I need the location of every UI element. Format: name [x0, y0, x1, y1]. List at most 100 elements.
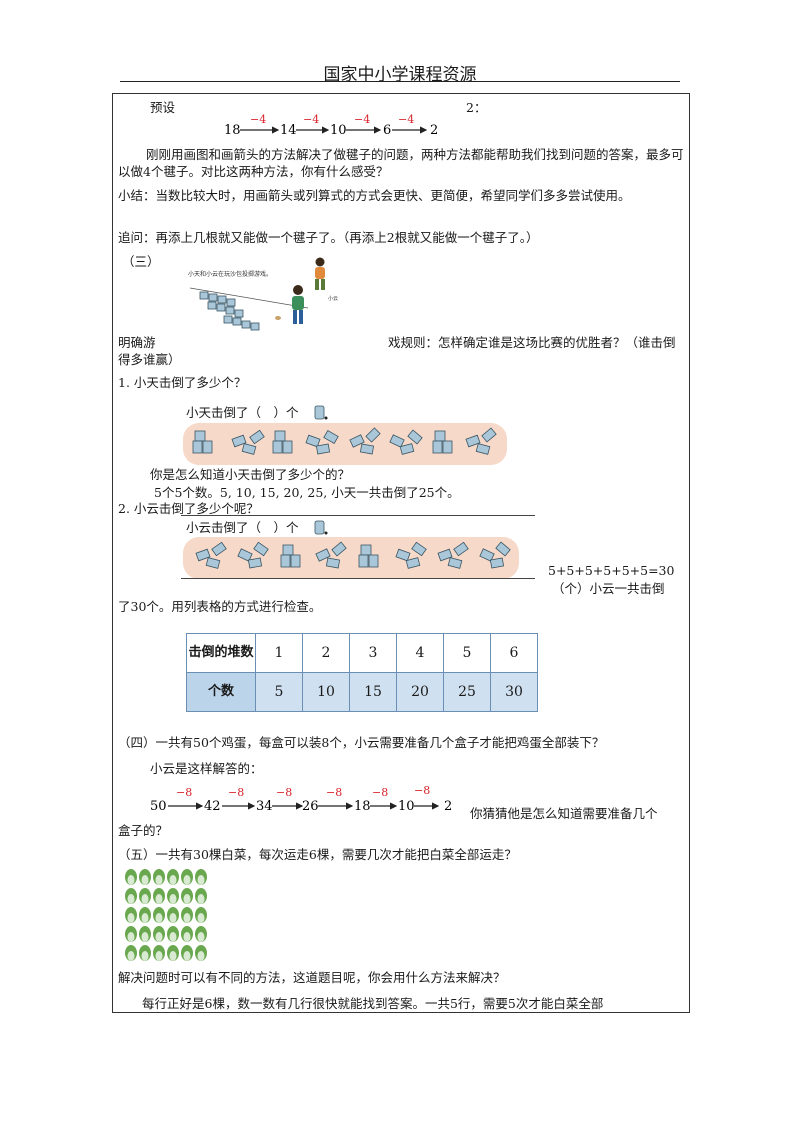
- bean-bag: [275, 316, 281, 320]
- can-pile-knocked: [349, 427, 381, 455]
- throw-line: [189, 287, 309, 309]
- section4-follow2: 盒子的？: [118, 823, 169, 838]
- paragraph-summary: 小结：当数比较大时，用画箭头或列算式的方式会更快、更简便，希望同学们多多尝试使用…: [118, 188, 631, 203]
- table-cell: 3: [349, 633, 397, 673]
- q2-can-piles: [183, 537, 519, 579]
- can-pile-knocked: [315, 541, 347, 569]
- chain2-step: −8: [176, 786, 192, 799]
- section4-question: （四）一共有50个鸡蛋，每盒可以装8个，小云需要准备几个盒子才能把鸡蛋全部装下？: [118, 735, 605, 750]
- table-cell: 1: [255, 633, 303, 673]
- subtract-8-chain: 50 −8 42 −8 34 −8 26 −8 18 −8 10 −8 2: [150, 784, 452, 814]
- chain2-value: 18: [354, 799, 371, 814]
- illustration-caption: 小天和小云在玩沙包投掷游戏。: [188, 270, 272, 278]
- chain1-step: −4: [303, 113, 319, 126]
- cabbage-icon: [195, 869, 207, 885]
- cabbage-icon: [167, 869, 179, 885]
- can-pile-knocked: [195, 541, 227, 569]
- chain2-step: −8: [228, 786, 244, 799]
- q1-title: 1. 小天击倒了多少个？: [118, 375, 247, 390]
- section5-question: （五）一共有30棵白菜，每次运走6棵，需要几次才能把白菜全部运走？: [118, 847, 517, 862]
- section3-label: （三）: [122, 254, 160, 269]
- illustration-tag: 小云: [328, 295, 338, 302]
- rule-text-left: 明确游: [118, 335, 156, 350]
- chain2-step: −8: [372, 786, 388, 799]
- paragraph-followup: 追问：再添上几根就又能做一个毽子了。（再添上2根就又能做一个毽子了。）: [118, 230, 539, 245]
- table-cell: 6: [490, 633, 538, 673]
- can-icon: [314, 405, 328, 420]
- q2-formula: 5+5+5+5+5+5=30: [548, 563, 675, 578]
- cabbage-icon: [125, 869, 137, 885]
- chain1-value: 6: [383, 123, 391, 138]
- chain1-value: 14: [280, 123, 297, 138]
- can-pile-knocked: [395, 541, 427, 569]
- table-cell: 30: [490, 672, 538, 712]
- table-cell: 2: [302, 633, 350, 673]
- subtract-4-chain: 18 −4 14 −4 10 −4 6 −4 2: [224, 113, 438, 138]
- can-pile-standing: [432, 430, 453, 454]
- chain1-step: −4: [398, 113, 414, 126]
- q1-can-piles: [183, 423, 507, 465]
- table-cell: 15: [349, 672, 397, 712]
- cabbage-row: [125, 945, 207, 961]
- section4-intro: 小云是这样解答的：: [150, 761, 263, 776]
- can-pile-standing: [192, 430, 213, 454]
- section4-follow1: 你猜猜他是怎么知道需要准备几个: [470, 806, 658, 821]
- cabbage-icon: [139, 869, 151, 885]
- chain1-step: −4: [354, 113, 370, 126]
- paragraph-reflection: 刚刚用画图和画箭头的方法解决了做毽子的问题，两种方法都能帮助我们找到问题的答案，…: [118, 147, 684, 179]
- check-table: 击倒的堆数 1 2 3 4 5 6 个数 5 10 15 20 25 30: [186, 633, 538, 712]
- can-pile-knocked: [389, 429, 423, 455]
- chain2-value: 34: [256, 799, 273, 814]
- header-divider: [120, 81, 680, 82]
- preset-number: 2：: [466, 100, 487, 115]
- cabbage-icon: [153, 869, 165, 885]
- chain2-step: −8: [276, 786, 292, 799]
- page-header-title: 国家中小学课程资源: [323, 65, 477, 85]
- preset-label: 预设: [150, 100, 176, 115]
- can-icon: [314, 520, 328, 535]
- cabbage-row: [125, 888, 207, 904]
- rule-text-right: 戏规则：怎样确定谁是这场比赛的优胜者？（谁击倒得多谁赢）: [118, 335, 676, 367]
- can-pile-standing: [272, 430, 293, 454]
- can-pile-standing: [280, 544, 301, 568]
- q2-title: 2. 小云击倒了多少个呢？: [118, 501, 259, 516]
- cabbage-row: [125, 869, 207, 885]
- q2-prompt: 小云击倒了（ ）个: [186, 520, 299, 535]
- chain2-value: 10: [398, 799, 415, 814]
- table-cell: 20: [396, 672, 444, 712]
- table-row: 个数 5 10 15 20 25 30: [186, 672, 538, 712]
- pile-tray: [183, 537, 519, 579]
- table-cell: 25: [443, 672, 491, 712]
- can-pile-knocked: [231, 429, 265, 455]
- chain2-value: 26: [302, 799, 319, 814]
- child-xiaotian-figure: [292, 285, 304, 324]
- chain1-step: −4: [250, 113, 266, 126]
- can-pile-knocked: [465, 427, 497, 455]
- bean-bag-game-illustration: 小天和小云在玩沙包投掷游戏。 小云: [188, 257, 338, 331]
- table-row: 击倒的堆数 1 2 3 4 5 6: [186, 633, 538, 673]
- table-cell: 5: [443, 633, 491, 673]
- cabbage-grid: [125, 869, 207, 961]
- chain2-value: 50: [150, 799, 167, 814]
- q2-bottom-rule: [181, 578, 535, 579]
- table-header-cell: 个数: [186, 672, 256, 712]
- chain2-value: 42: [204, 799, 221, 814]
- table-cell: 10: [302, 672, 350, 712]
- chain2-value: 2: [444, 799, 452, 814]
- can-pile-knocked: [305, 429, 339, 455]
- q1-answer: 5个5个数。5, 10, 15, 20, 25, 小天一共击倒了25个。: [154, 485, 460, 500]
- lesson-frame: [112, 93, 690, 1013]
- pile-tray: [183, 423, 507, 465]
- chain2-step: −8: [326, 786, 342, 799]
- can-pile-knocked: [479, 541, 511, 569]
- can-pile-knocked: [437, 541, 469, 569]
- table-cell: 5: [255, 672, 303, 712]
- cabbage-icon: [181, 869, 193, 885]
- cabbage-row: [125, 926, 207, 942]
- q2-answer-part1: （个）小云一共击倒: [552, 581, 665, 596]
- table-header-cell: 击倒的堆数: [186, 633, 256, 673]
- can-pile-knocked: [237, 541, 269, 569]
- q1-ask: 你是怎么知道小天击倒了多少个的？: [150, 467, 351, 482]
- table-cell: 4: [396, 633, 444, 673]
- can-pile-standing: [358, 544, 379, 568]
